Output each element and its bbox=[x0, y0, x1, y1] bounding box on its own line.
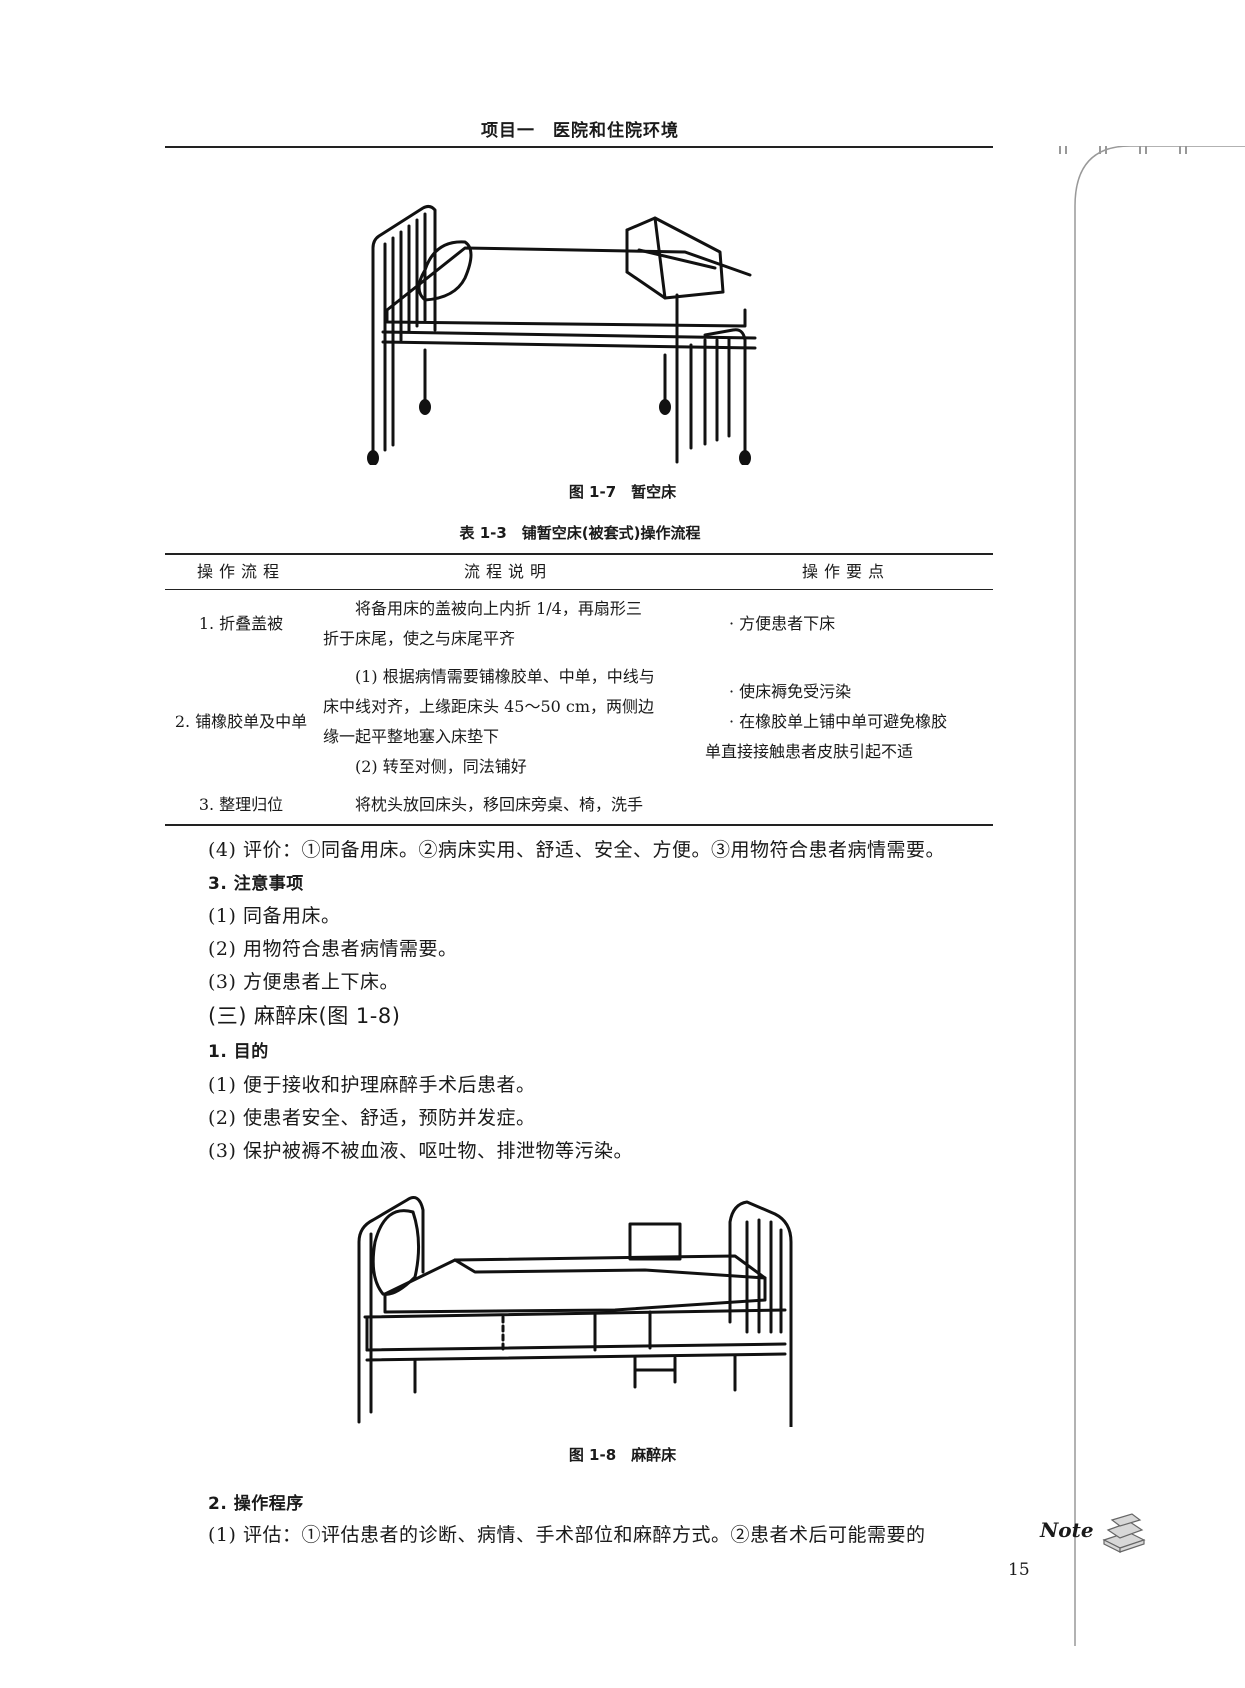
header-rule bbox=[165, 146, 993, 148]
procedure-item: (1) 评估：①评估患者的诊断、病情、手术部位和麻醉方式。②患者术后可能需要的 bbox=[208, 1524, 926, 1546]
desc-line: 将枕头放回床头，移回床旁桌、椅，洗手 bbox=[355, 795, 644, 814]
purpose-item: (2) 使患者安全、舒适，预防并发症。 bbox=[208, 1107, 536, 1129]
column-header: 操作流程 bbox=[196, 562, 285, 581]
margin-decoration bbox=[1059, 146, 1245, 1646]
points-cell bbox=[699, 786, 993, 825]
table-row: 1. 折叠盖被 将备用床的盖被向上内折 1/4，再扇形三 折于床尾，使之与床尾平… bbox=[165, 590, 993, 659]
purpose-item: (3) 保护被褥不被血液、呕吐物、排泄物等污染。 bbox=[208, 1140, 633, 1162]
running-header: 项目一 医院和住院环境 bbox=[481, 121, 679, 141]
desc-cell: 将枕头放回床头，移回床旁桌、椅，洗手 bbox=[317, 786, 699, 825]
purpose-item: (1) 便于接收和护理麻醉手术后患者。 bbox=[208, 1074, 536, 1096]
point-line: · 在橡胶单上铺中单可避免橡胶 bbox=[729, 712, 948, 731]
column-header: 操作要点 bbox=[801, 562, 890, 581]
point-line: · 方便患者下床 bbox=[729, 614, 836, 633]
purpose-heading: 1. 目的 bbox=[208, 1042, 269, 1062]
desc-cell: 将备用床的盖被向上内折 1/4，再扇形三 折于床尾，使之与床尾平齐 bbox=[317, 590, 699, 659]
section-heading: (三) 麻醉床(图 1-8) bbox=[208, 1004, 401, 1028]
empty-bed-illustration bbox=[367, 204, 757, 465]
column-header: 流程说明 bbox=[463, 562, 552, 581]
figure-caption-1-7: 图 1-7 暂空床 bbox=[568, 483, 677, 501]
notes-heading: 3. 注意事项 bbox=[208, 874, 304, 894]
eval-paragraph: (4) 评价：①同备用床。②病床实用、舒适、安全、方便。③用物符合患者病情需要。 bbox=[208, 839, 945, 861]
desc-line: 缘一起平整地塞入床垫下 bbox=[323, 727, 500, 746]
desc-line: 将备用床的盖被向上内折 1/4，再扇形三 bbox=[355, 599, 642, 618]
desc-line: 床中线对齐，上缘距床头 45～50 cm，两侧边 bbox=[323, 697, 655, 716]
step-cell: 1. 折叠盖被 bbox=[198, 614, 284, 633]
points-cell: · 使床褥免受污染 · 在橡胶单上铺中单可避免橡胶 单直接接触患者皮肤引起不适 bbox=[699, 658, 993, 786]
anesthesia-bed-illustration bbox=[357, 1196, 793, 1427]
desc-line: (1) 根据病情需要铺橡胶单、中单，中线与 bbox=[355, 667, 655, 686]
table-row: 3. 整理归位 将枕头放回床头，移回床旁桌、椅，洗手 bbox=[165, 786, 993, 825]
desc-line: (2) 转至对侧，同法铺好 bbox=[355, 757, 527, 776]
step-cell: 3. 整理归位 bbox=[198, 795, 284, 814]
points-cell: · 方便患者下床 bbox=[699, 590, 993, 659]
point-line: · 使床褥免受污染 bbox=[729, 682, 852, 701]
note-label: Note bbox=[1040, 1518, 1094, 1542]
procedure-heading: 2. 操作程序 bbox=[208, 1494, 304, 1514]
table-header-row: 操作流程 流程说明 操作要点 bbox=[165, 554, 993, 590]
point-line: 单直接接触患者皮肤引起不适 bbox=[705, 742, 914, 761]
table-title: 表 1-3 铺暂空床(被套式)操作流程 bbox=[459, 524, 701, 542]
desc-line: 折于床尾，使之与床尾平齐 bbox=[323, 629, 516, 648]
note-marker: Note bbox=[1040, 1510, 1160, 1560]
table-row: 2. 铺橡胶单及中单 (1) 根据病情需要铺橡胶单、中单，中线与 床中线对齐，上… bbox=[165, 658, 993, 786]
figure-caption-1-8: 图 1-8 麻醉床 bbox=[568, 1446, 677, 1464]
note-item: (3) 方便患者上下床。 bbox=[208, 971, 399, 993]
book-stack-icon bbox=[1102, 1513, 1146, 1553]
procedure-table: 操作流程 流程说明 操作要点 1. 折叠盖被 将备用床的盖被向上内折 1/4，再… bbox=[165, 553, 993, 826]
desc-cell: (1) 根据病情需要铺橡胶单、中单，中线与 床中线对齐，上缘距床头 45～50 … bbox=[317, 658, 699, 786]
page-number: 15 bbox=[1008, 1560, 1030, 1580]
step-cell: 2. 铺橡胶单及中单 bbox=[174, 712, 308, 731]
note-item: (1) 同备用床。 bbox=[208, 905, 341, 927]
note-item: (2) 用物符合患者病情需要。 bbox=[208, 938, 458, 960]
